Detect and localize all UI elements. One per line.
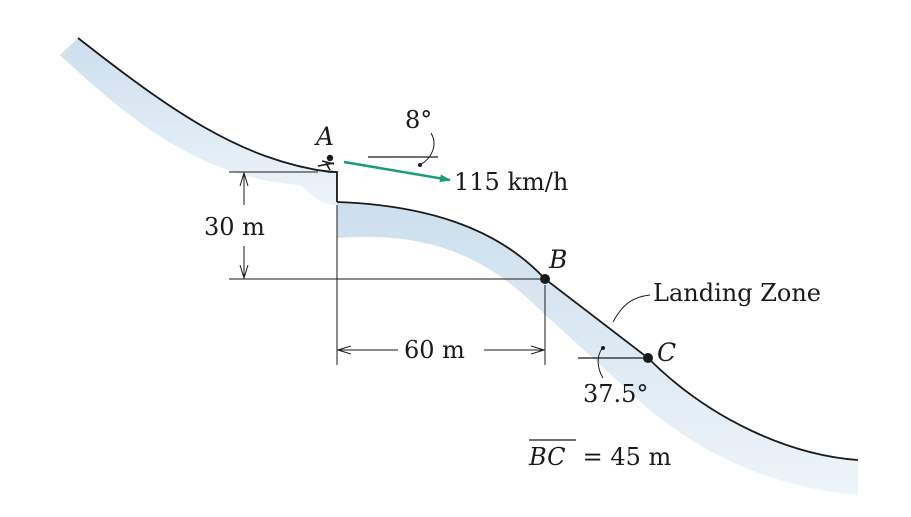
launch-angle-label: 8°: [405, 106, 432, 134]
slope-angle-leader: [597, 346, 604, 379]
skier-icon: [315, 154, 337, 173]
horizontal-dimension-label: 60 m: [404, 336, 465, 364]
point-b-label: B: [548, 245, 567, 274]
lower-slope-line: [336, 201, 859, 461]
launch-angle-dot: [418, 163, 422, 167]
segment-name: BC: [528, 443, 565, 471]
point-c-marker: [643, 353, 653, 363]
velocity-arrow: [343, 160, 451, 183]
velocity-label: 115 km/h: [454, 168, 568, 196]
point-a-label: A: [314, 122, 334, 151]
point-b-marker: [540, 274, 550, 284]
lower-slope-snow: [337, 202, 858, 495]
drop-dimension-label: 30 m: [204, 213, 265, 241]
segment-value: = 45 m: [575, 443, 672, 471]
slope-angle-label: 37.5°: [583, 380, 648, 408]
slope-angle-dot: [601, 346, 605, 350]
landing-zone-label: Landing Zone: [653, 279, 821, 307]
upper-slope-snow: [60, 38, 337, 205]
launch-angle-leader: [419, 132, 435, 166]
point-c-label: C: [657, 338, 676, 367]
landing-zone-leader: [612, 294, 651, 323]
